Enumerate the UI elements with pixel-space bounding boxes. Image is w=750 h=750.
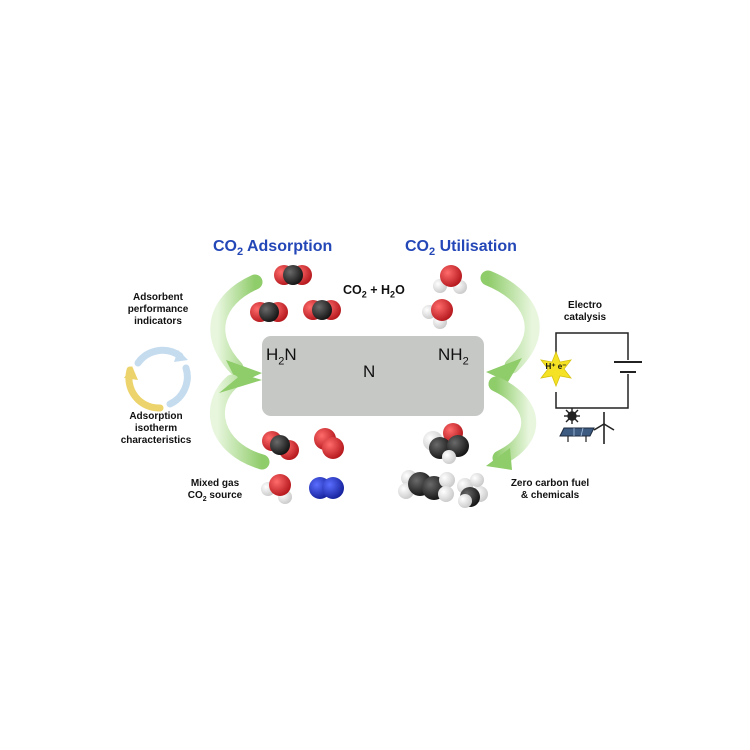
star-icon — [540, 350, 572, 388]
electro-label: Electro catalysis — [550, 300, 620, 324]
fuel-label-line: & chemicals — [520, 490, 580, 501]
cycle-arrows-icon — [124, 346, 191, 412]
adsorption-heading: CO2 Adsorption — [213, 238, 333, 259]
isotherm-label-line: Adsorption — [129, 411, 183, 422]
battery-icon — [614, 361, 642, 373]
isotherm-label: Adsorption isotherm characteristics — [114, 411, 198, 447]
co2-molecule — [250, 302, 288, 322]
performance-label-line: Adsorbent — [133, 292, 183, 303]
isotherm-label-line: isotherm — [134, 423, 178, 434]
source-label-line: CO2 source — [187, 490, 243, 503]
circuit-icon — [555, 332, 629, 409]
fuel-molecule — [423, 423, 469, 464]
isotherm-label-line: characteristics — [120, 435, 192, 446]
co2-molecule — [303, 300, 341, 320]
wind-turbine-icon — [593, 412, 615, 444]
water-molecule — [261, 474, 292, 504]
arrow-top-left — [210, 274, 263, 384]
o2-molecule — [314, 428, 344, 459]
n2-molecule — [309, 477, 344, 499]
source-label: Mixed gas CO2 source — [180, 478, 250, 506]
fuel-label-line: Zero carbon fuel — [510, 478, 590, 489]
co2-molecule — [274, 265, 312, 285]
electro-label-line: catalysis — [563, 312, 607, 323]
sun-icon — [564, 408, 580, 424]
methane-molecule — [457, 473, 488, 508]
water-molecule — [433, 265, 467, 294]
arrow-bottom-right — [486, 376, 537, 470]
performance-label: Adsorbent performance indicators — [118, 292, 198, 328]
performance-label-line: indicators — [134, 316, 182, 327]
arrow-top-right — [480, 270, 540, 382]
amine-right-group: NH2 — [438, 345, 469, 368]
reaction-formula: CO2 + H2O — [343, 283, 405, 300]
utilisation-heading: CO2 Utilisation — [405, 238, 517, 259]
molecule-box — [262, 336, 484, 416]
solar-panel-icon — [559, 427, 595, 442]
water-molecule — [422, 299, 453, 329]
co2-molecule — [262, 431, 299, 460]
catalyst-badge: H⁺ e⁻ — [545, 362, 567, 371]
fuel-molecule — [398, 470, 455, 502]
amine-center-atom: N — [363, 362, 376, 381]
fuel-label: Zero carbon fuel & chemicals — [500, 478, 600, 502]
amine-left-group: H2N — [266, 345, 297, 368]
performance-label-line: performance — [127, 304, 189, 315]
electro-label-line: Electro — [568, 300, 602, 311]
arrow-bottom-left — [210, 374, 270, 470]
source-label-line: Mixed gas — [190, 478, 240, 489]
